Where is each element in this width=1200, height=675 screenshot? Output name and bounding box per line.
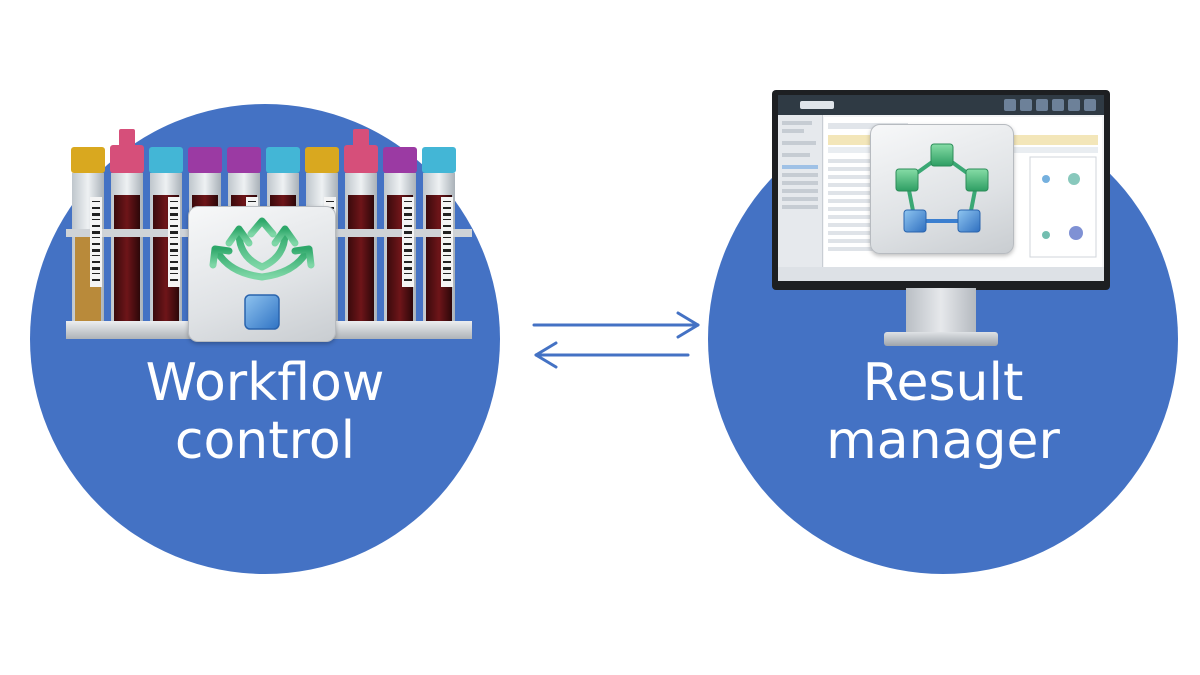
barcode-stripe (170, 225, 178, 227)
barcode-stripe (92, 255, 100, 256)
barcode-stripe (443, 207, 451, 209)
screen-top-bar (778, 95, 1104, 115)
barcode-stripe (92, 225, 100, 227)
barcode-stripe (443, 219, 451, 220)
barcode-stripe (443, 279, 451, 281)
barcode-stripe (443, 267, 451, 270)
barcode-stripe (404, 249, 412, 252)
barcode-stripe (170, 213, 178, 216)
blood-tube (149, 147, 183, 323)
barcode-stripe (170, 243, 178, 245)
workflow-label-line2: control (174, 411, 356, 471)
barcode-stripe (92, 213, 100, 216)
workflow-label-line1: Workflow (145, 353, 385, 413)
workflow-control-label: Workflow control (90, 354, 440, 470)
barcode-stripe (443, 231, 451, 234)
barcode-stripe (92, 219, 100, 220)
barcode-stripe (443, 255, 451, 256)
barcode-stripe (92, 243, 100, 245)
barcode-stripe (92, 267, 100, 270)
barcode-stripe (170, 273, 178, 274)
barcode-stripe (443, 261, 451, 263)
barcode-stripe (404, 207, 412, 209)
barcode-stripe (404, 267, 412, 270)
barcode-stripe (404, 231, 412, 234)
bidirectional-arrows-icon (532, 311, 700, 369)
screen-sidebar (778, 115, 823, 273)
barcode-stripe (443, 243, 451, 245)
barcode-stripe (170, 219, 178, 220)
barcode-stripe (170, 255, 178, 256)
barcode-stripe (404, 255, 412, 256)
barcode-stripe (404, 225, 412, 227)
barcode-stripe (92, 237, 100, 238)
barcode-stripe (443, 201, 451, 202)
workflow-control-tile (188, 206, 336, 342)
barcode-stripe (170, 249, 178, 252)
result-label-line2: manager (826, 411, 1060, 471)
result-label-line1: Result (862, 353, 1024, 413)
barcode-stripe (443, 273, 451, 274)
barcode-stripe (404, 273, 412, 274)
barcode-stripe (443, 237, 451, 238)
monitor-base (884, 332, 998, 346)
monitor-stand (906, 288, 976, 336)
barcode-stripe (92, 279, 100, 281)
barcode-stripe (92, 261, 100, 263)
barcode-stripe (170, 237, 178, 238)
barcode-stripe (404, 261, 412, 263)
barcode-stripe (326, 201, 334, 202)
screen-status-bar (778, 267, 1104, 281)
barcode-stripe (92, 231, 100, 234)
barcode-stripe (170, 279, 178, 281)
barcode-stripe (92, 249, 100, 252)
barcode-stripe (404, 279, 412, 281)
barcode-stripe (170, 267, 178, 270)
barcode-stripe (404, 219, 412, 220)
barcode-stripe (443, 213, 451, 216)
blood-tube (110, 129, 144, 323)
result-manager-tile (870, 124, 1014, 254)
barcode-stripe (248, 201, 256, 202)
workflow-branch-icon (209, 217, 315, 330)
barcode-stripe (92, 201, 100, 202)
barcode-stripe (170, 261, 178, 263)
barcode-stripe (404, 201, 412, 202)
barcode-stripe (170, 231, 178, 234)
blood-tube (344, 129, 378, 323)
barcode-stripe (404, 213, 412, 216)
barcode-stripe (404, 237, 412, 238)
barcode-stripe (92, 273, 100, 274)
barcode-stripe (404, 243, 412, 245)
result-network-icon (895, 143, 989, 233)
barcode-stripe (443, 225, 451, 227)
barcode-stripe (443, 249, 451, 252)
result-manager-label: Result manager (768, 354, 1118, 470)
barcode-stripe (170, 207, 178, 209)
barcode-stripe (92, 207, 100, 209)
barcode-stripe (170, 201, 178, 202)
